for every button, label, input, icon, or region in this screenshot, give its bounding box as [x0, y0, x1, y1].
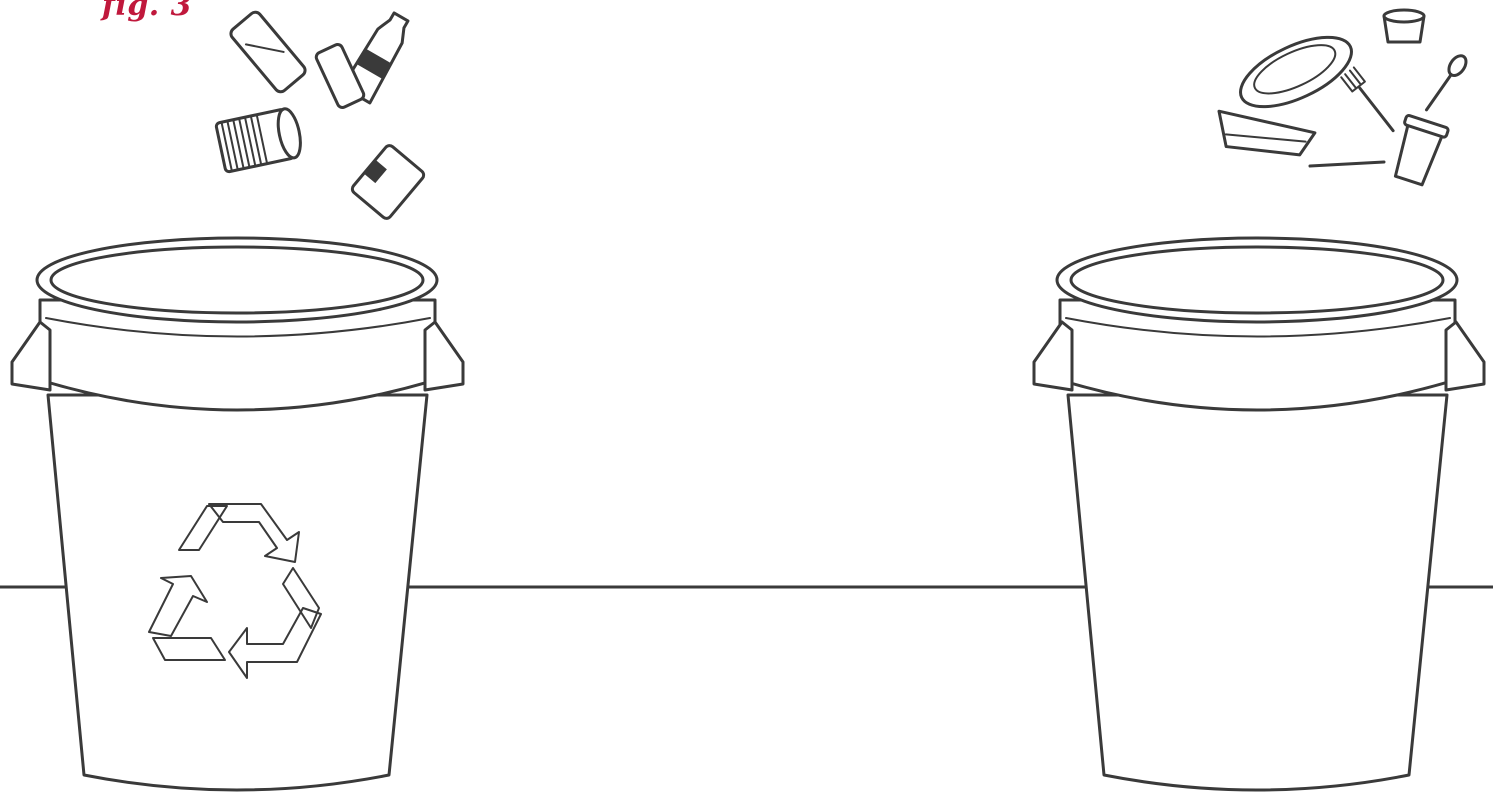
left-handle [1034, 322, 1072, 390]
tin-can-icon [216, 107, 305, 173]
can-icon [228, 10, 307, 94]
fork-icon [1341, 67, 1399, 135]
takeout-tray-icon [1214, 111, 1316, 158]
left-handle [12, 322, 50, 390]
coffee-cup-icon [1388, 115, 1449, 188]
spoon-icon [1421, 53, 1470, 114]
soup-can-icon [350, 144, 425, 221]
figure-label: fig. 3 [102, 0, 192, 23]
plastic-lid-icon [1231, 23, 1362, 121]
straw-icon [1310, 162, 1384, 166]
trash-bin [1034, 238, 1484, 790]
right-handle [1446, 322, 1484, 390]
sauce-cup-icon [1384, 10, 1424, 42]
recycling-bin [12, 238, 463, 790]
right-handle [425, 322, 463, 390]
